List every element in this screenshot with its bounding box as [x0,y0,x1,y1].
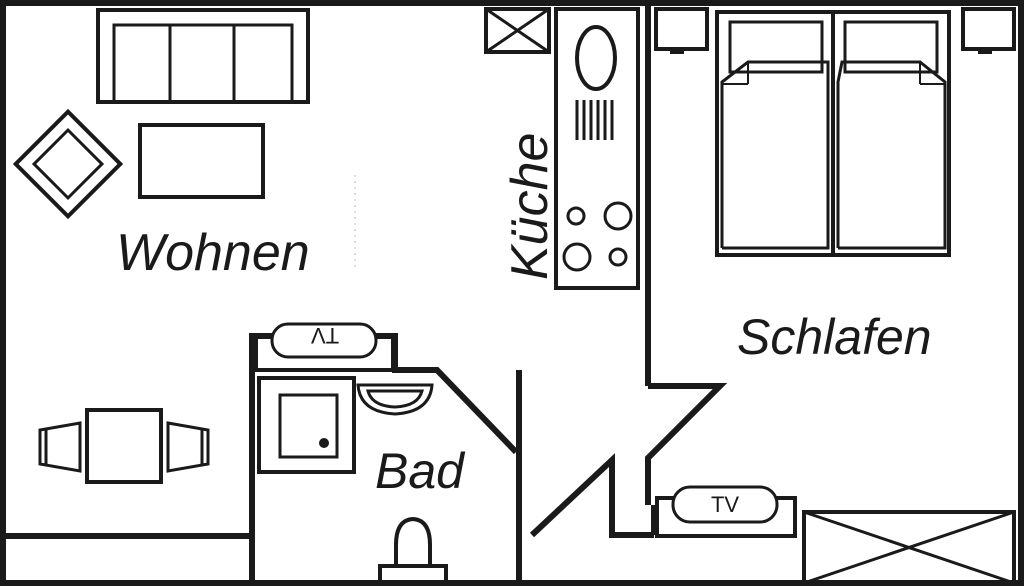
sofa-icon [96,8,310,104]
coffee-table-icon [138,123,265,199]
room-label-schlafen: Schlafen [737,309,932,365]
bedroom: Schlafen TV [654,7,1016,585]
tv-label-bedroom: TV [711,492,739,517]
nightstand-right-icon [961,7,1016,54]
tv-bath: TV [254,322,395,372]
nightstand-left-icon [654,7,709,54]
kitchen: Küche [484,7,640,290]
kitchen-counter [554,7,640,290]
wardrobe-icon [802,510,1016,585]
drain-board-icon [575,100,614,140]
sink-icon [575,25,617,91]
stove-icon [562,201,633,272]
room-label-kueche: Küche [501,133,559,280]
room-label-bad: Bad [375,443,466,499]
bathroom: TV Bad [254,322,466,585]
hall-wall [529,453,654,538]
tv-label-bath: TV [311,323,339,348]
tv-bedroom: TV [655,485,797,538]
armchair-icon [12,108,124,220]
living-room: Wohnen [12,8,310,484]
toilet-icon [378,516,448,585]
shower-icon [257,376,356,474]
double-bed-icon [715,10,951,257]
dining-table-icon [38,408,210,484]
cabinet-icon [484,7,551,54]
washbasin-icon [356,383,434,416]
bedroom-door-wall [645,383,728,505]
room-label-wohnen: Wohnen [116,224,310,282]
